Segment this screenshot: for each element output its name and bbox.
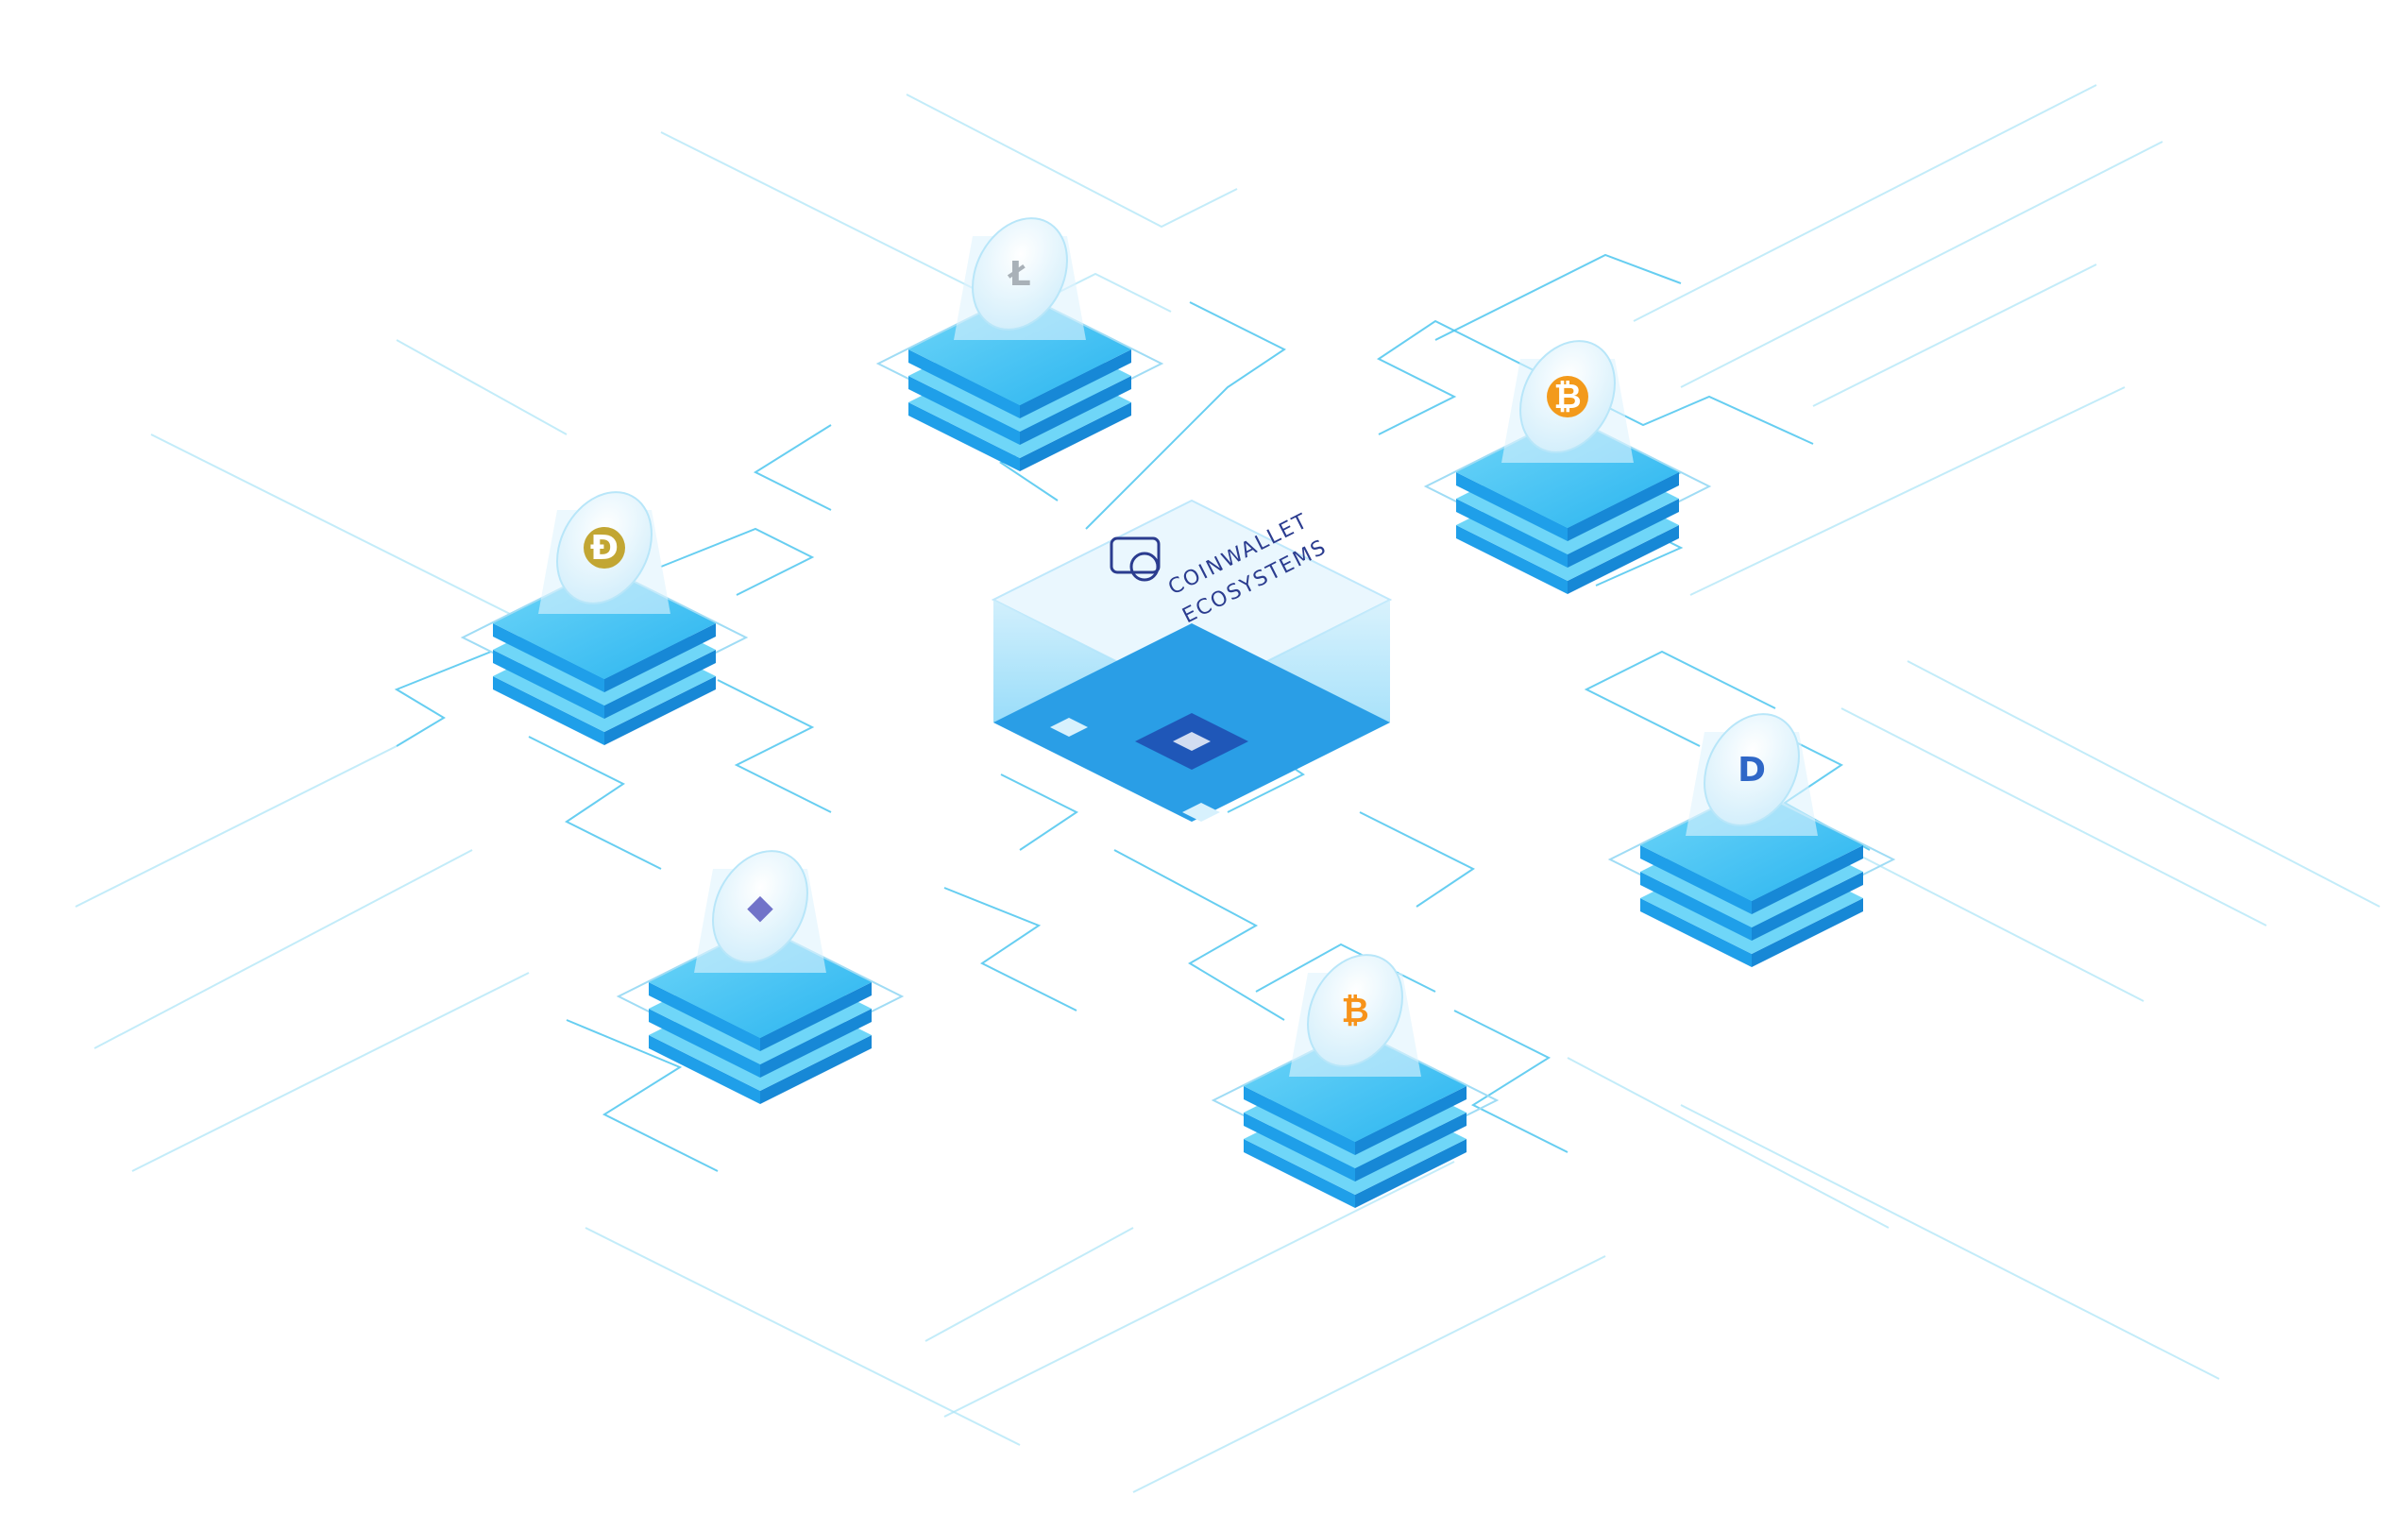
- slab-side: [649, 1009, 760, 1078]
- dogecoin-icon: Ð: [584, 527, 625, 569]
- slab-side: [493, 650, 604, 719]
- slab-side: [1640, 898, 1752, 967]
- slab-side: [604, 623, 716, 692]
- slab-side: [760, 982, 872, 1051]
- slab-side: [604, 676, 716, 745]
- coin-disc: [712, 850, 808, 963]
- coin-disc: [1704, 713, 1800, 826]
- slab-side: [1456, 499, 1568, 568]
- coin-nodes: Ł ₿ Ð ◆ ₿ D: [460, 217, 1896, 1208]
- node-dogecoin: Ð: [460, 491, 749, 745]
- slab-side: [1752, 898, 1863, 967]
- slab-side: [1752, 872, 1863, 941]
- slab-side: [760, 1035, 872, 1104]
- slab-side: [649, 1035, 760, 1104]
- coin-disc: [1307, 954, 1403, 1067]
- slab-side: [1244, 1113, 1355, 1182]
- coin-disc: [972, 217, 1068, 331]
- node-bitcoin: ₿: [1211, 954, 1500, 1208]
- slab-side: [1355, 1086, 1467, 1155]
- slab-side: [1020, 349, 1131, 418]
- coin-symbol: ◆: [747, 888, 773, 926]
- slab-side: [1020, 376, 1131, 445]
- slab-side: [1244, 1086, 1355, 1155]
- node-dash: D: [1607, 713, 1896, 967]
- slab-side: [1752, 845, 1863, 914]
- slab-side: [649, 982, 760, 1051]
- coin-symbol: Ð: [590, 529, 619, 568]
- slab-side: [1456, 472, 1568, 541]
- coin-symbol: Ł: [1007, 255, 1030, 294]
- slab-side: [604, 650, 716, 719]
- slab-side: [1355, 1139, 1467, 1208]
- circuit-traces: [75, 84, 2381, 1493]
- ethereum-icon: ◆: [747, 888, 773, 926]
- slab-side: [760, 1009, 872, 1078]
- slab-side: [493, 676, 604, 745]
- slab-side: [1568, 525, 1679, 594]
- slab-side: [1640, 872, 1752, 941]
- slab-side: [1355, 1113, 1467, 1182]
- node-bitcoin-cash: ₿: [1423, 340, 1712, 594]
- slab-side: [1456, 525, 1568, 594]
- slab-side: [908, 402, 1020, 471]
- coinwallet-ecosystems-hub: COINWALLET ECOSYSTEMS: [991, 499, 1393, 822]
- bitcoin-icon: ₿: [1341, 992, 1368, 1030]
- slab-side: [1568, 499, 1679, 568]
- coin-symbol: ₿: [1341, 992, 1368, 1030]
- bitcoin-cash-icon: ₿: [1547, 376, 1588, 417]
- hub-logo-icon: [1110, 536, 1161, 582]
- slab-side: [1244, 1139, 1355, 1208]
- litecoin-icon: Ł: [1007, 255, 1030, 294]
- slab-side: [908, 349, 1020, 418]
- slab-side: [908, 376, 1020, 445]
- coin-symbol: D: [1738, 751, 1766, 790]
- coin-symbol: ₿: [1553, 378, 1581, 416]
- slab-side: [1640, 845, 1752, 914]
- slab-side: [1568, 472, 1679, 541]
- slab-side: [493, 623, 604, 692]
- slab-side: [1020, 402, 1131, 471]
- node-litecoin: Ł: [875, 217, 1164, 471]
- dash-icon: D: [1738, 751, 1766, 790]
- node-ethereum: ◆: [616, 850, 905, 1104]
